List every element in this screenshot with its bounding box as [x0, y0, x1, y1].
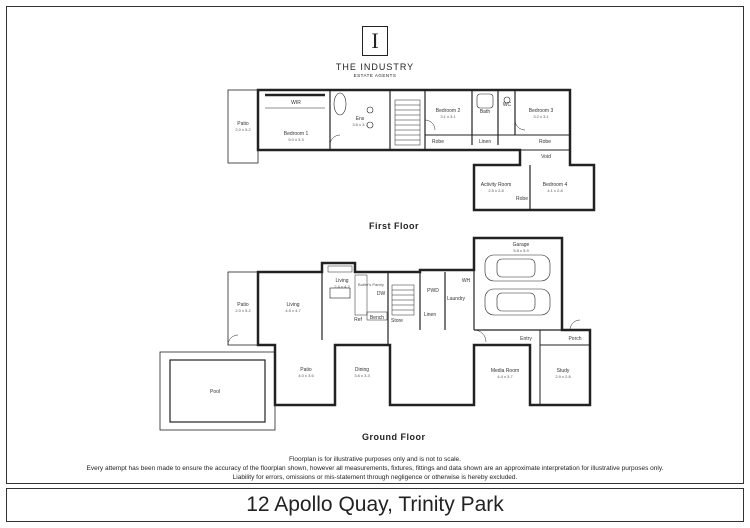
room-label: PWD — [427, 288, 439, 294]
ground-floor-title: Ground Floor — [362, 432, 426, 442]
room-label: Linen — [424, 312, 436, 318]
room-dims: 2.4 x 4.2 — [334, 284, 350, 289]
room-label: Study — [557, 368, 570, 374]
room-label: Bedroom 1 — [284, 131, 309, 137]
room-label: Laundry — [447, 296, 466, 302]
ground-floor-labels: Garage 5.8 x 5.9 Patio 2.0 x 5.2 Living … — [210, 242, 582, 395]
room-label: Porch — [568, 336, 581, 342]
room-label: Entry — [520, 336, 532, 342]
room-label: Store — [391, 318, 403, 324]
door-swing — [569, 319, 581, 331]
first-floor-outline — [256, 88, 596, 212]
room-dims: 2.5 x 2.8 — [488, 188, 504, 193]
disclaimer: Floorplan is for illustrative purposes o… — [20, 455, 730, 482]
room-dims: 2.0 x 5.2 — [235, 127, 251, 132]
room-dims: 2.9 x 2.8 — [555, 374, 571, 379]
room-label: Dining — [355, 367, 369, 373]
room-dims: 5.8 x 5.9 — [513, 248, 529, 253]
bath-tub-2 — [476, 93, 494, 109]
room-label: Bedroom 2 — [436, 108, 461, 114]
ground-stairs — [391, 284, 415, 316]
room-dims: 3.2 x 3.1 — [533, 114, 549, 119]
room-label: Patio — [237, 121, 249, 127]
kitchen-island — [329, 287, 351, 299]
door-swing — [473, 329, 487, 343]
room-dims: 3.6 x 3.3 — [354, 373, 370, 378]
room-label: WIR — [291, 100, 301, 106]
property-address: 12 Apollo Quay, Trinity Park — [6, 488, 744, 522]
pool-surround — [159, 351, 276, 431]
pantry-bench — [354, 274, 368, 316]
plan-frame — [6, 6, 744, 484]
room-dims: 4.1 x 2.8 — [547, 188, 563, 193]
ground-floor-plan — [159, 236, 592, 431]
room-label: Linen — [479, 139, 491, 145]
room-dims: 4.4 x 3.7 — [497, 374, 513, 379]
door-swing — [329, 134, 341, 146]
room-label: Void — [541, 154, 551, 160]
room-dims: 3.1 x 3.1 — [440, 114, 456, 119]
room-label: Media Room — [491, 368, 519, 374]
bathtub — [333, 92, 347, 116]
first-floor-labels: Patio 2.0 x 5.2 WIR Bedroom 1 5.0 x 3.3 … — [235, 100, 567, 202]
ground-floor-outline — [256, 236, 592, 407]
disclaimer-line: Every attempt has been made to ensure th… — [86, 465, 664, 472]
room-label: Bedroom 3 — [529, 108, 554, 114]
room-label: Ens — [356, 116, 365, 122]
basin — [366, 121, 374, 129]
room-label: Garage — [513, 242, 530, 248]
logo-subtitle: ESTATE AGENTS — [353, 73, 397, 78]
room-label: Activity Room — [481, 182, 512, 188]
room-label: Robe — [432, 139, 444, 145]
room-label: Pool — [210, 389, 220, 395]
room-label: Bench — [370, 315, 384, 321]
door-swing — [514, 119, 526, 131]
garage-cars — [484, 254, 551, 316]
logo-mark: I — [362, 26, 388, 56]
room-dims: 3.6 x 3.7 — [352, 122, 368, 127]
door-swing — [227, 334, 239, 346]
room-label: Bedroom 4 — [543, 182, 568, 188]
cooktop — [327, 265, 353, 273]
first-floor-title: First Floor — [369, 221, 419, 231]
first-floor-plan — [227, 88, 596, 212]
agency-logo: I THE INDUSTRY ESTATE AGENTS — [330, 26, 420, 78]
room-dims: 5.0 x 3.3 — [288, 137, 304, 142]
room-label: Bath — [480, 109, 491, 115]
pool-water — [169, 359, 266, 423]
room-label: Living — [335, 278, 348, 284]
room-dims: 4.0 x 3.6 — [298, 373, 314, 378]
room-label: Robe — [539, 139, 551, 145]
room-label: Patio — [237, 302, 249, 308]
room-dims: 4.5 x 4.7 — [285, 308, 301, 313]
logo-name: THE INDUSTRY — [335, 62, 415, 72]
disclaimer-line: Floorplan is for illustrative purposes o… — [289, 456, 461, 463]
room-label: WH — [462, 278, 471, 284]
room-label: Robe — [516, 196, 528, 202]
first-stairs — [394, 99, 421, 146]
disclaimer-line: Liability for errors, omissions or mis-s… — [232, 474, 518, 481]
room-label: DW — [377, 291, 386, 297]
door-swing — [424, 119, 436, 131]
toilet — [503, 96, 511, 104]
room-dims: 2.0 x 5.2 — [235, 308, 251, 313]
room-label: Ref — [354, 317, 362, 323]
room-label: WC — [503, 102, 512, 108]
bench — [366, 311, 388, 321]
room-label: Butler's Pantry — [358, 282, 384, 287]
basin — [366, 106, 374, 114]
room-label: Living — [286, 302, 299, 308]
room-label: Patio — [300, 367, 312, 373]
